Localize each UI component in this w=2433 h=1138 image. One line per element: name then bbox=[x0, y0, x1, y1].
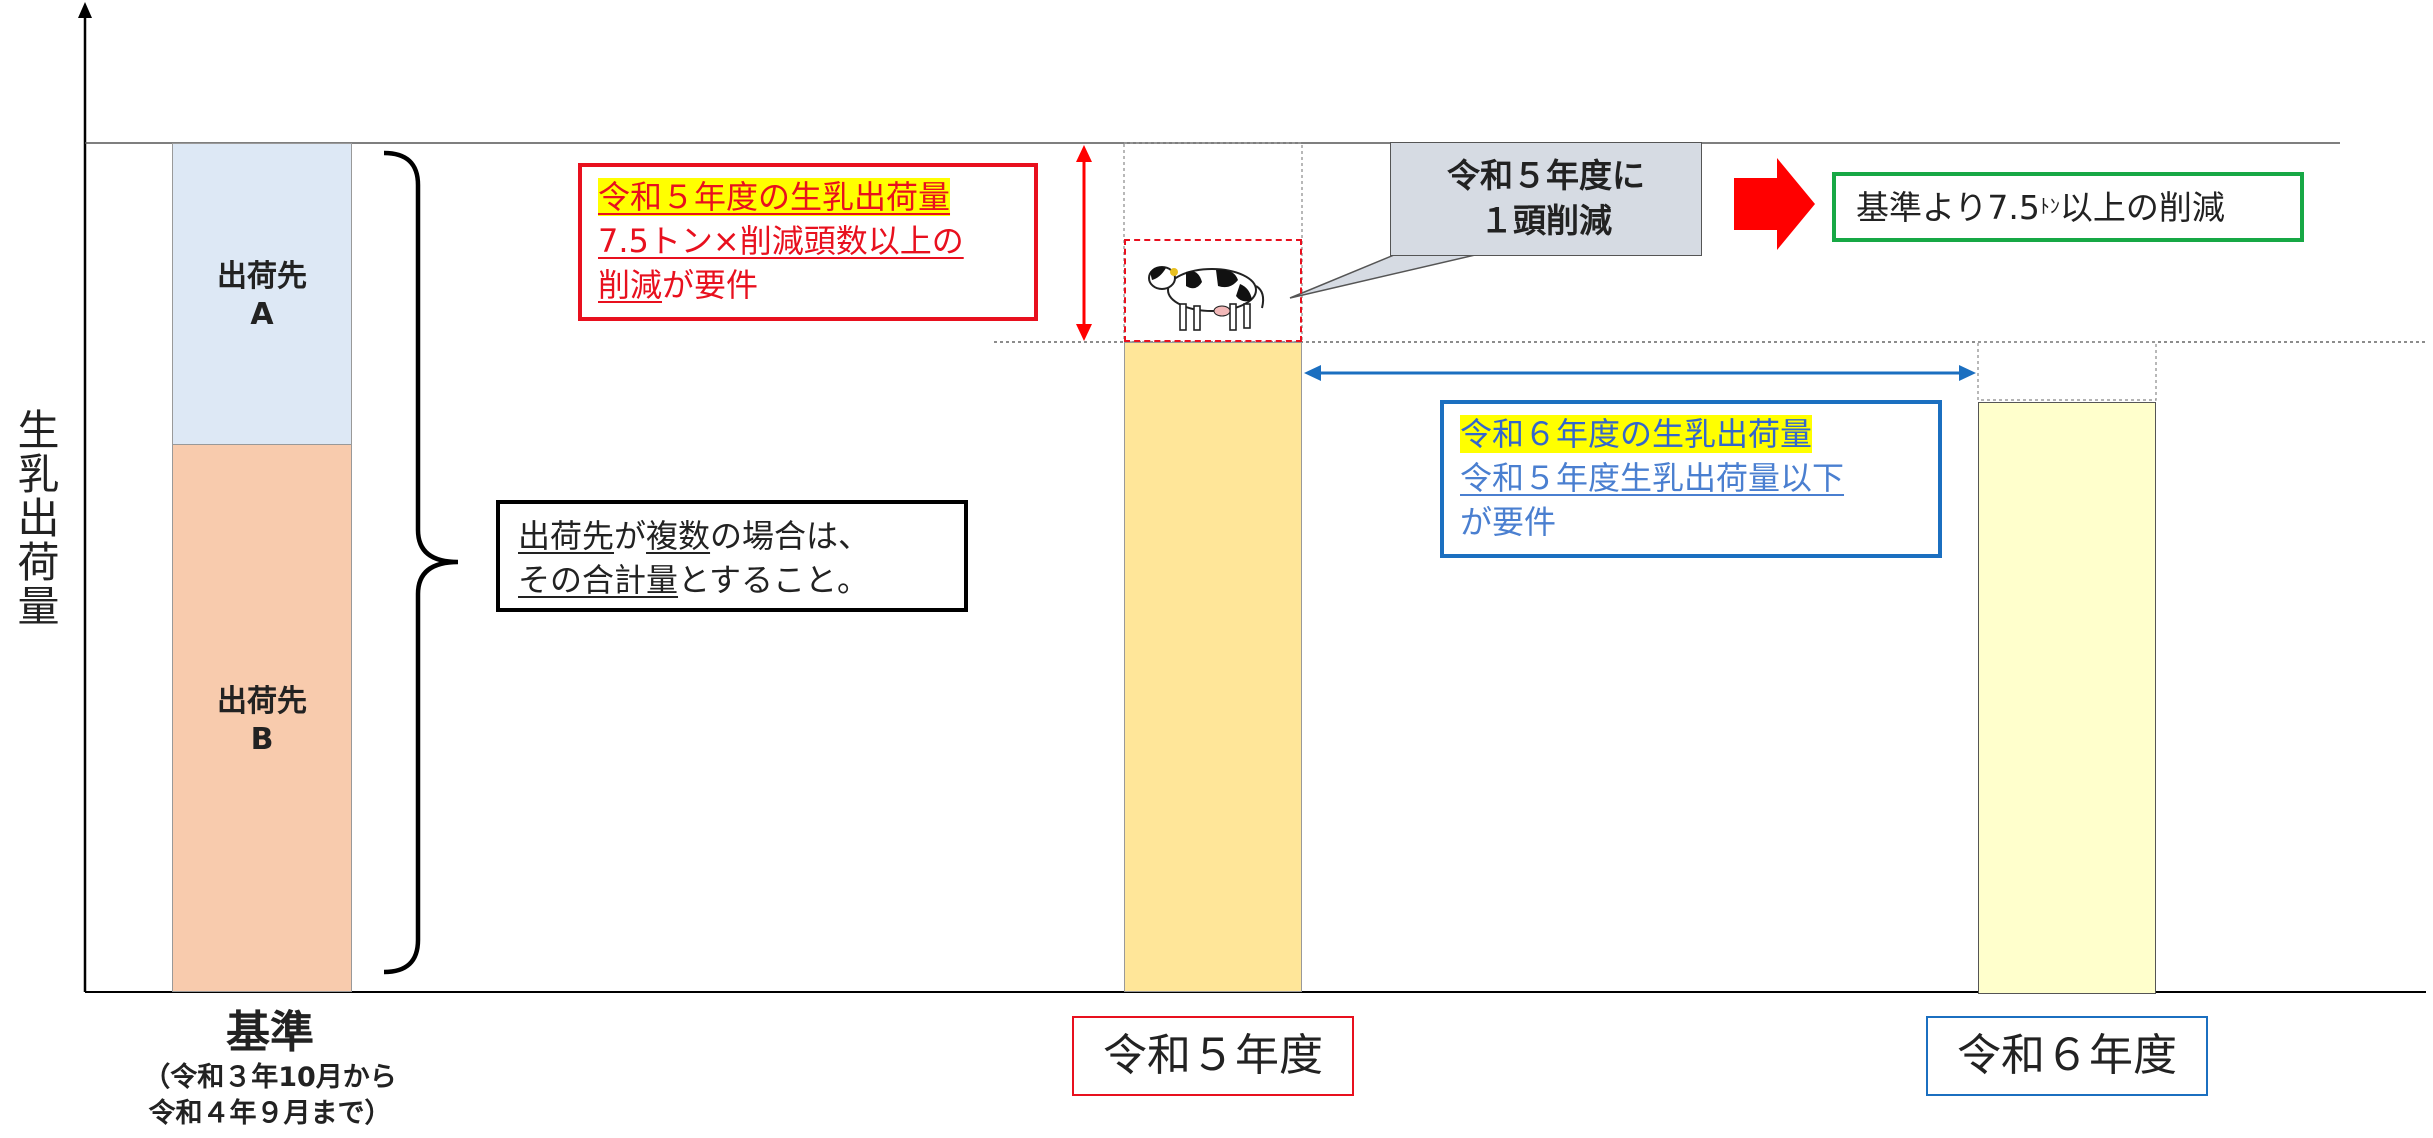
r5-note-line3: 削減が要件 bbox=[598, 266, 759, 304]
callout-line1: 令和５年度に bbox=[1447, 156, 1645, 195]
red-right-arrow-icon bbox=[1734, 158, 1815, 250]
baseline-subtitle-line1: （令和３年10月から bbox=[143, 1062, 397, 1093]
r6-category-label: 令和６年度 bbox=[1926, 1016, 2208, 1096]
segment-b-label-line1: 出荷先 bbox=[217, 684, 307, 719]
result-note-text: 基準より7.5ﾄﾝ以上の削減 bbox=[1856, 188, 2225, 227]
segment-a-label-line1: 出荷先 bbox=[217, 259, 307, 294]
r6-note-line2: 令和５年度生乳出荷量以下 bbox=[1460, 459, 1845, 497]
r6-note-line3: が要件 bbox=[1460, 503, 1557, 541]
r6-requirement-box: 令和６年度の生乳出荷量 令和５年度生乳出荷量以下 が要件 bbox=[1440, 400, 1942, 558]
sum-note-line2: その合計量とすること。 bbox=[518, 561, 870, 599]
result-note-box: 基準より7.5ﾄﾝ以上の削減 bbox=[1832, 172, 2304, 242]
removed-cow-frame bbox=[1124, 239, 1302, 342]
r6-note-line1: 令和６年度の生乳出荷量 bbox=[1460, 415, 1813, 453]
segment-b-label-line2: B bbox=[250, 722, 274, 757]
baseline-label: 基準 （令和３年10月から 令和４年９月まで） bbox=[100, 1006, 440, 1132]
segment-a-label-line2: A bbox=[250, 297, 274, 332]
baseline-title: 基準 bbox=[226, 1007, 314, 1058]
red-double-arrow-icon bbox=[1076, 145, 1092, 162]
y-axis-label: 生乳出荷量 bbox=[11, 408, 60, 628]
r5-category-label: 令和５年度 bbox=[1072, 1016, 1354, 1096]
sum-note-box: 出荷先が複数の場合は、 その合計量とすること。 bbox=[496, 500, 968, 612]
reduction-callout: 令和５年度に １頭削減 bbox=[1390, 142, 1702, 256]
cow-icon bbox=[1148, 266, 1265, 331]
sum-note-line1: 出荷先が複数の場合は、 bbox=[518, 517, 871, 555]
r5-note-line2: 7.5トン×削減頭数以上の bbox=[598, 222, 964, 260]
baseline-subtitle-line2: 令和４年９月まで） bbox=[148, 1098, 392, 1129]
y-axis-arrowhead bbox=[78, 2, 92, 18]
blue-double-arrow-icon bbox=[1304, 365, 1321, 381]
baseline-bar: 出荷先 A 出荷先 B bbox=[172, 143, 352, 992]
r5-requirement-box: 令和５年度の生乳出荷量 7.5トン×削減頭数以上の 削減が要件 bbox=[578, 163, 1038, 321]
r6-gap-area bbox=[1977, 341, 2157, 401]
r6-bar bbox=[1978, 402, 2156, 994]
r5-note-line1: 令和５年度の生乳出荷量 bbox=[598, 178, 951, 216]
brace-icon bbox=[383, 150, 459, 975]
r5-bar bbox=[1124, 342, 1302, 992]
baseline-segment-a: 出荷先 A bbox=[172, 143, 352, 445]
baseline-segment-b: 出荷先 B bbox=[172, 445, 352, 992]
callout-line2: １頭削減 bbox=[1480, 201, 1612, 240]
